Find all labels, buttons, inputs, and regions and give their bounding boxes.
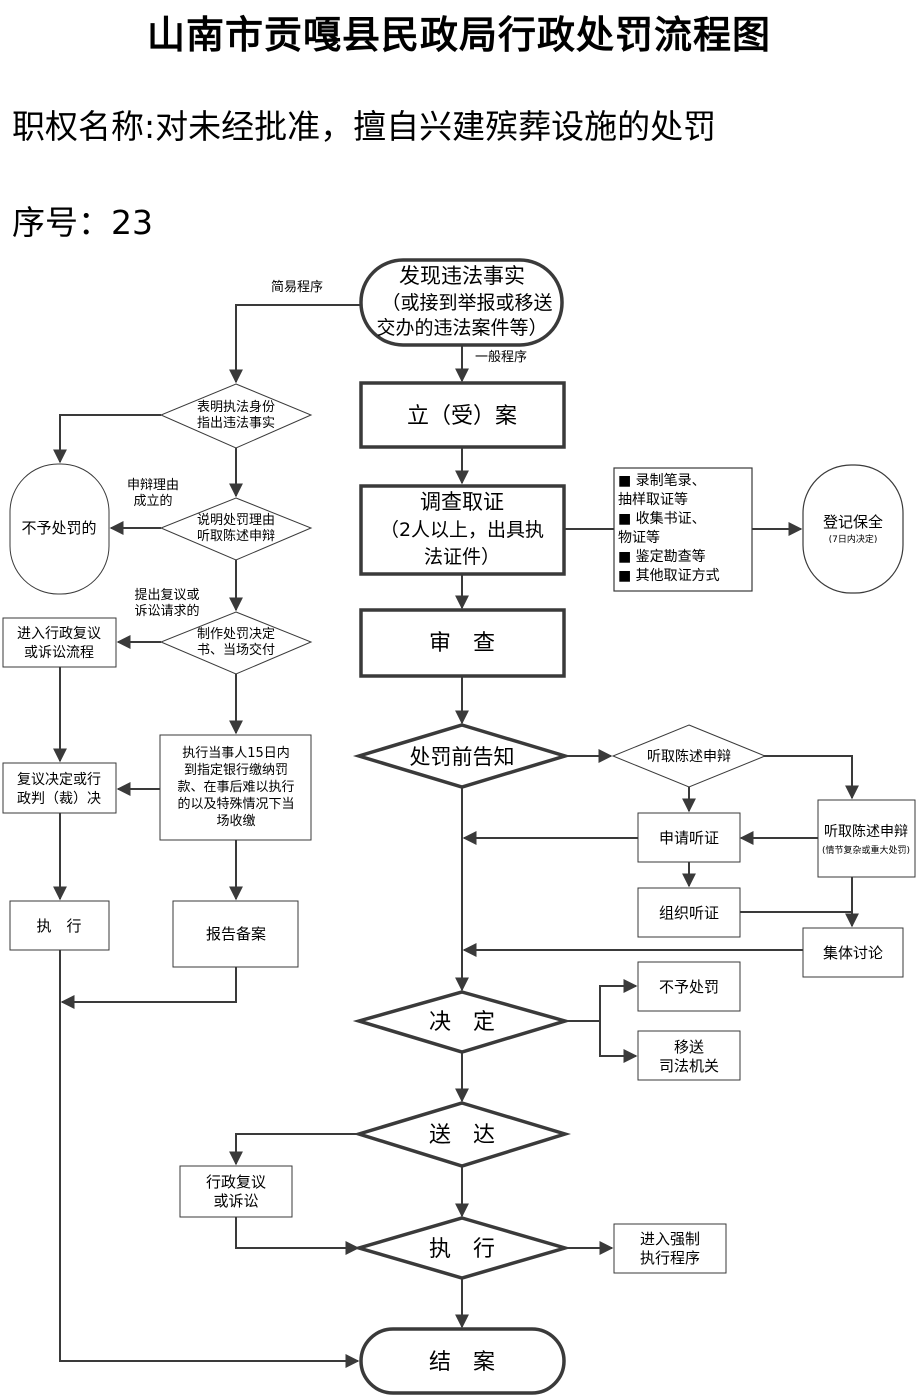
node-hear-statement-label: 听取陈述申辩 <box>647 748 731 765</box>
label-raise-review-line1: 提出复议或 <box>134 587 199 603</box>
node-pre-notice: 处罚前告知 <box>352 723 572 789</box>
show-identity-line2: 指出违法事实 <box>197 416 275 431</box>
label-simple-procedure: 简易程序 <box>271 279 323 295</box>
register-preserve-line1: 登记保全 <box>823 513 883 531</box>
node-review-decision: 复议决定或行 政判（裁）决 <box>2 762 117 814</box>
register-preserve-line2: (7日内决定) <box>829 533 878 545</box>
party-payment-line4: 的以及特殊情况下当 <box>177 796 294 812</box>
transfer-line2: 司法机关 <box>659 1057 719 1075</box>
serial-number: 序号：23 <box>12 203 153 242</box>
node-evidence-methods: ■ 录制笔录、 抽样取证等 ■ 收集书证、 物证等 ■ 鉴定勘查等 ■ 其他取证… <box>613 467 753 592</box>
admin-review-line2: 或诉讼 <box>213 1192 258 1210</box>
party-payment-line2: 到指定银行缴纳罚 <box>184 763 288 778</box>
transfer-line1: 移送 <box>674 1038 704 1056</box>
hear-major-line2: (情节复杂或重大处罚) <box>822 844 910 856</box>
node-discover: 发现违法事实 （或接到举报或移送 交办的违法案件等） <box>359 258 564 347</box>
node-decide: 决 定 <box>352 990 572 1054</box>
review-decision-line2: 政判（裁）决 <box>17 791 101 807</box>
node-forced-execution: 进入强制 执行程序 <box>613 1223 727 1274</box>
page-title: 山南市贡嘎县民政局行政处罚流程图 <box>146 13 771 57</box>
node-review-label: 审 查 <box>429 631 495 656</box>
node-discover-line1: 发现违法事实 <box>399 264 525 288</box>
node-no-penalty-left: 不予处罚的 <box>9 463 110 595</box>
make-decision-line1: 制作处罚决定 <box>197 627 275 642</box>
no-penalty-right-label: 不予处罚 <box>659 978 719 996</box>
no-penalty-left-label: 不予处罚的 <box>21 519 96 537</box>
node-collective-discussion-label: 集体讨论 <box>823 944 883 962</box>
node-no-penalty-right: 不予处罚 <box>637 961 741 1012</box>
node-collective-discussion: 集体讨论 <box>802 927 904 978</box>
node-hear-statement: 听取陈述申辩 <box>611 724 767 788</box>
node-execute-main-label: 执 行 <box>429 1237 495 1262</box>
node-file-case: 立（受）案 <box>359 381 566 449</box>
node-register-preserve: 登记保全 (7日内决定) <box>802 464 904 594</box>
evidence-line5: ■ 鉴定勘查等 <box>618 548 706 565</box>
node-decide-label: 决 定 <box>429 1010 495 1035</box>
forced-execution-line1: 进入强制 <box>640 1230 700 1248</box>
node-review: 审 查 <box>359 608 566 678</box>
node-apply-hearing: 申请听证 <box>637 812 741 863</box>
make-decision-line2: 书、当场交付 <box>197 642 275 658</box>
node-discover-line2: （或接到举报或移送 <box>381 292 552 314</box>
node-party-payment: 执行当事人15日内 到指定银行缴纳罚 款、在事后难以执行 的以及特殊情况下当 场… <box>159 734 312 841</box>
node-make-decision: 制作处罚决定 书、当场交付 <box>159 611 313 675</box>
review-decision-line1: 复议决定或行 <box>17 771 101 788</box>
label-raise-review-line2: 诉讼请求的 <box>134 603 199 619</box>
node-report-file: 报告备案 <box>172 900 299 968</box>
node-discover-line3: 交办的违法案件等） <box>376 317 547 339</box>
forced-execution-line2: 执行程序 <box>640 1249 700 1267</box>
evidence-line4: 物证等 <box>618 529 660 546</box>
node-pre-notice-label: 处罚前告知 <box>410 745 515 769</box>
node-execute-main: 执 行 <box>352 1216 572 1280</box>
node-organize-hearing: 组织听证 <box>637 887 741 938</box>
evidence-line1: ■ 录制笔录、 <box>618 473 706 489</box>
node-deliver: 送 达 <box>353 1101 571 1168</box>
explain-reason-line1: 说明处罚理由 <box>197 513 275 528</box>
node-execute-left: 执 行 <box>9 900 110 951</box>
execute-left-label: 执 行 <box>36 917 81 935</box>
party-payment-line3: 款、在事后难以执行 <box>177 780 294 795</box>
explain-reason-line2: 听取陈述申辩 <box>197 528 275 544</box>
show-identity-line1: 表明执法身份 <box>197 399 275 415</box>
party-payment-line5: 场收缴 <box>216 814 255 829</box>
label-defense-valid-line2: 成立的 <box>133 493 172 509</box>
node-organize-hearing-label: 组织听证 <box>659 904 719 922</box>
label-general-procedure: 一般程序 <box>475 349 527 365</box>
node-explain-reason: 说明处罚理由 听取陈述申辩 <box>159 497 313 561</box>
label-defense-valid-line1: 申辩理由 <box>127 478 179 493</box>
node-show-identity: 表明执法身份 指出违法事实 <box>159 383 313 449</box>
node-hear-statement-major: 听取陈述申辩 (情节复杂或重大处罚) <box>817 799 916 878</box>
power-name: 职权名称:对未经批准，擅自兴建殡葬设施的处罚 <box>12 107 717 146</box>
node-admin-review-lawsuit: 行政复议 或诉讼 <box>179 1165 293 1218</box>
node-close-case: 结 案 <box>359 1327 566 1395</box>
node-investigate-line1: 调查取证 <box>420 490 504 514</box>
node-deliver-label: 送 达 <box>429 1123 495 1148</box>
admin-review-line1: 行政复议 <box>206 1173 266 1191</box>
evidence-line2: 抽样取证等 <box>618 491 688 508</box>
node-close-case-label: 结 案 <box>429 1350 495 1375</box>
hear-major-line1: 听取陈述申辩 <box>824 823 908 840</box>
enter-review-line1: 进入行政复议 <box>17 625 101 642</box>
report-file-label: 报告备案 <box>206 925 266 943</box>
node-investigate: 调查取证 （2人以上，出具执 法证件） <box>359 484 566 576</box>
connectors <box>53 304 859 1368</box>
node-file-case-label: 立（受）案 <box>407 404 517 429</box>
enter-review-line2: 或诉讼流程 <box>24 645 94 661</box>
node-investigate-line3: 法证件） <box>424 546 500 568</box>
node-investigate-line2: （2人以上，出具执 <box>380 519 544 541</box>
party-payment-line1: 执行当事人15日内 <box>182 745 290 761</box>
node-apply-hearing-label: 申请听证 <box>659 829 719 847</box>
evidence-line3: ■ 收集书证、 <box>618 510 706 527</box>
evidence-line6: ■ 其他取证方式 <box>618 568 720 584</box>
node-enter-review: 进入行政复议 或诉讼流程 <box>2 617 117 668</box>
node-transfer-judicial: 移送 司法机关 <box>637 1030 741 1081</box>
